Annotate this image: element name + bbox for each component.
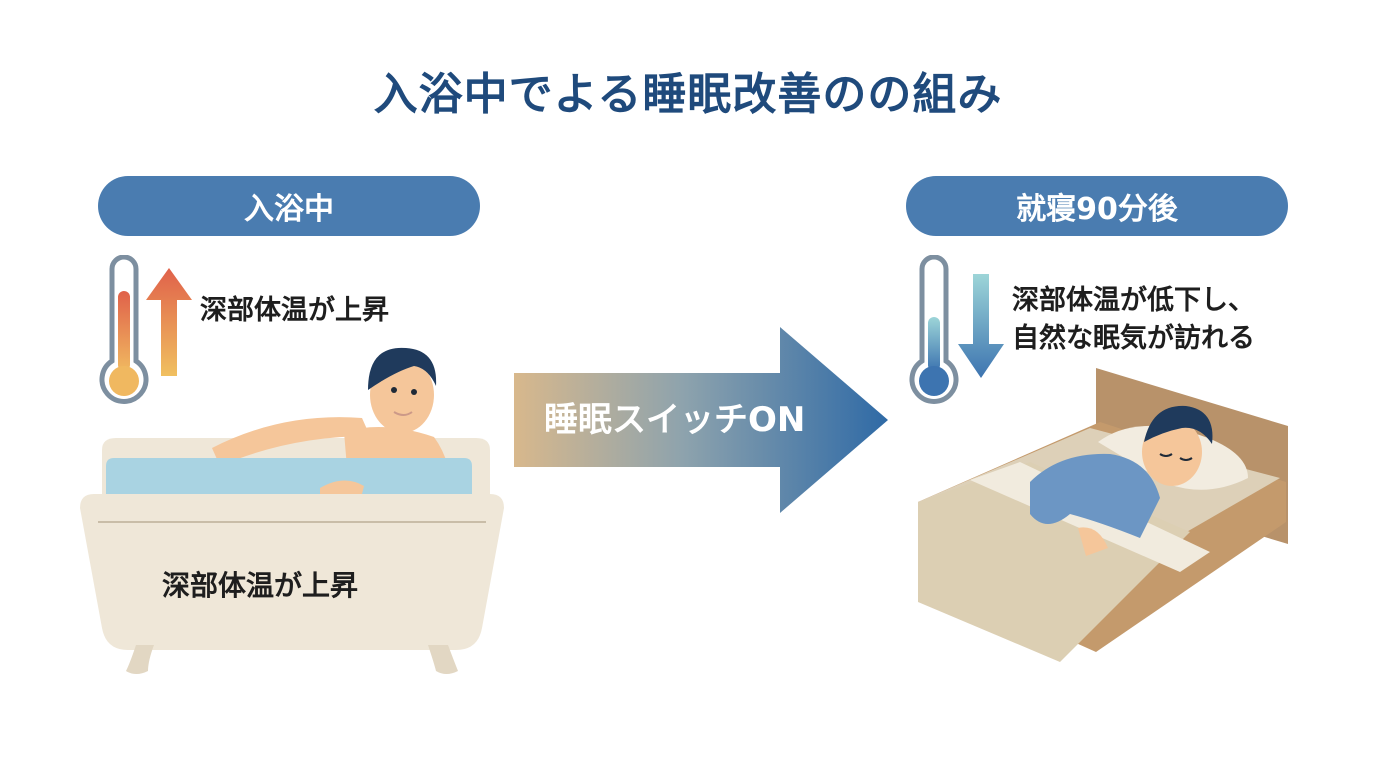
thermometer-cold-icon: [909, 255, 959, 404]
thermometer-hot-icon: [99, 255, 149, 404]
arrow-down-icon: [958, 274, 1004, 378]
header-pill-after-bed: 就寝90分後: [906, 176, 1288, 236]
caption-line-2: 自然な眠気が訪れる: [1012, 323, 1255, 354]
page-title: 入浴中でよる睡眠改善のの組み: [373, 69, 1003, 120]
header-pill-bathing: 入浴中: [98, 176, 480, 236]
caption-line-1: 深部体温が低下し、: [1012, 285, 1255, 316]
sleep-switch-arrow: [514, 327, 888, 513]
bed-illustration: [918, 368, 1288, 662]
arrow-up-icon: [146, 268, 192, 376]
caption-temp-falling: 深部体温が低下し、 自然な眠気が訪れる: [1012, 282, 1255, 358]
caption-temp-rising: 深部体温が上昇: [200, 295, 389, 326]
arrow-label: 睡眠スイッチON: [544, 400, 806, 440]
bathtub-illustration: [80, 347, 504, 674]
tub-caption: 深部体温が上昇: [162, 569, 359, 602]
